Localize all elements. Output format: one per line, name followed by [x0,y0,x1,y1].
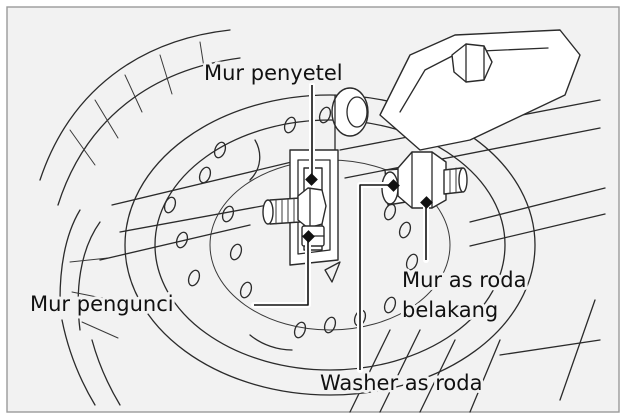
label-lock-nut: Mur pengunci [30,292,174,316]
label-axle-washer: Washer as roda [320,371,482,395]
adjusting-nut-part [298,188,326,228]
label-adjusting-nut: Mur penyetel [204,61,343,85]
adjusting-bolt [263,198,300,224]
label-rear-axle-nut-line1: Mur as roda [402,268,526,292]
label-rear-axle-nut-line2: belakang [402,298,498,322]
